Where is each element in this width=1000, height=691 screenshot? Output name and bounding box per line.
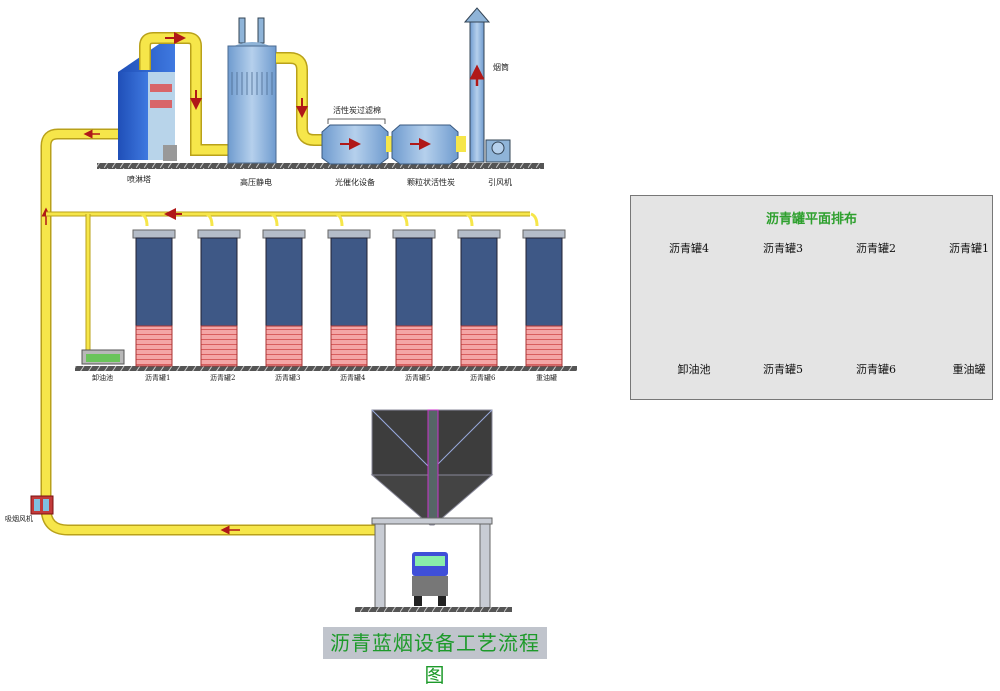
diagram-title: 沥青蓝烟设备工艺流程图 [323, 627, 547, 687]
duct-2 [276, 52, 322, 146]
label-oil-pool: 卸油池 [92, 374, 113, 382]
tanker-truck [412, 552, 448, 606]
suction-fan [30, 495, 54, 515]
asphalt-tank [392, 212, 436, 367]
layout-label-top: 沥青罐2 [856, 242, 896, 255]
carbon-granule-unit [391, 124, 459, 165]
oil-pool [81, 349, 125, 365]
tank-ground [75, 366, 577, 371]
layout-label-bottom: 卸油池 [677, 363, 711, 376]
electrostatic-precipitator [227, 17, 277, 164]
label-electrostatic: 高压静电 [240, 178, 272, 187]
layout-label-top: 沥青罐4 [669, 242, 709, 255]
asphalt-tank [522, 212, 566, 367]
label-filter-group: 活性炭过滤棉 [333, 106, 381, 115]
induced-fan [485, 139, 511, 163]
layout-panel-title: 沥青罐平面排布 [765, 212, 857, 227]
label-tank: 沥青罐2 [210, 374, 236, 382]
label-tank: 沥青罐6 [470, 374, 496, 382]
layout-label-bottom: 沥青罐5 [763, 363, 803, 376]
label-suction-fan: 吸烟风机 [5, 515, 33, 523]
photocatalytic-unit [321, 124, 389, 165]
label-chimney: 烟筒 [493, 63, 509, 72]
asphalt-tank [457, 212, 501, 367]
tank-row [132, 212, 566, 367]
layout-label-bottom: 沥青罐6 [856, 363, 896, 376]
duct-1 [139, 32, 232, 156]
label-tank: 重油罐 [536, 374, 557, 382]
label-spray-tower: 喷淋塔 [127, 175, 151, 184]
label-tank: 沥青罐3 [275, 374, 301, 382]
asphalt-tank [132, 212, 176, 367]
spray-tower [118, 40, 177, 161]
layout-label-top: 沥青罐1 [949, 242, 989, 255]
process-flow-diagram: 喷淋塔 高压静电 光催化设备 颗粒状活性炭 引风机 活性炭过滤棉 烟筒 吸烟风机… [5, 7, 993, 687]
label-tank: 沥青罐5 [405, 374, 431, 382]
label-tank: 沥青罐1 [145, 374, 171, 382]
label-tank: 沥青罐4 [340, 374, 366, 382]
asphalt-tank [197, 212, 241, 367]
upper-ground [97, 163, 544, 169]
label-photocatalytic: 光催化设备 [335, 178, 375, 187]
branch-header [46, 208, 530, 350]
tank-layout-panel: 沥青罐平面排布 沥青罐4 沥青罐3 沥青罐2 沥青罐1 卸油池 沥青罐5 沥青罐… [630, 195, 993, 400]
station-ground [355, 607, 512, 612]
label-carbon-granule: 颗粒状活性炭 [407, 178, 455, 187]
chimney [463, 7, 491, 163]
label-induced-fan: 引风机 [488, 178, 512, 187]
asphalt-tank [327, 212, 371, 367]
asphalt-tank [262, 212, 306, 367]
layout-label-top: 沥青罐3 [763, 242, 803, 255]
layout-label-bottom: 重油罐 [952, 363, 986, 376]
unloading-station [370, 409, 494, 609]
